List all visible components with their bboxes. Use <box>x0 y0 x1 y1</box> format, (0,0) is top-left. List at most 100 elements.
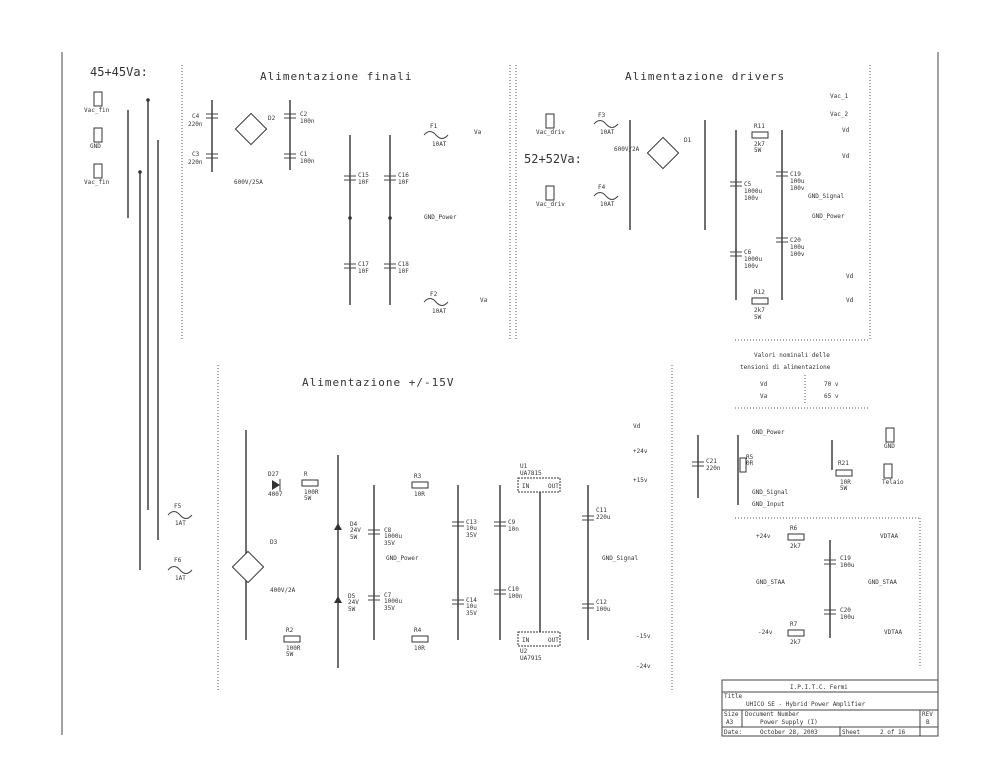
svg-text:C10: C10 <box>508 586 519 593</box>
svg-text:C17: C17 <box>358 261 369 268</box>
connector-vac-finals: Vac_fin <box>84 91 110 114</box>
svg-text:GND: GND <box>90 143 101 150</box>
svg-text:10AT: 10AT <box>600 129 615 136</box>
date-label: Date: <box>724 729 742 736</box>
svg-text:100n: 100n <box>508 593 523 600</box>
bridge-rectifier-d2: D2 600V/25A <box>234 112 276 186</box>
svg-text:R4: R4 <box>414 627 422 634</box>
svg-text:5W: 5W <box>754 147 762 154</box>
net-plus15: +15v <box>633 477 648 484</box>
svg-text:220n: 220n <box>706 465 721 472</box>
connector-vac-driv-1: Vac_driv <box>536 113 565 136</box>
svg-text:F1: F1 <box>430 123 438 130</box>
title-block: I.P.I.T.C. Fermi Title UHICO SE - Hybrid… <box>721 679 939 737</box>
svg-text:C7: C7 <box>384 592 392 599</box>
svg-text:35V: 35V <box>384 605 395 612</box>
svg-text:C15: C15 <box>358 172 369 179</box>
svg-text:2k7: 2k7 <box>754 307 765 314</box>
net-plus24-staa: +24v <box>756 533 771 540</box>
svg-text:2k7: 2k7 <box>790 543 801 550</box>
zener-d4: D4 24V 5W <box>334 521 361 541</box>
fuse-f6: F6 1AT <box>167 557 193 582</box>
voltage-table: Valori nominali delle tensioni di alimen… <box>740 352 839 405</box>
svg-text:R: R <box>304 471 308 478</box>
svg-text:C18: C18 <box>398 261 409 268</box>
svg-text:5W: 5W <box>840 485 848 492</box>
svg-text:OUT: OUT <box>548 637 559 644</box>
svg-text:GND: GND <box>884 443 895 450</box>
fuse-f4: F4 10AT <box>593 184 619 208</box>
svg-text:Vac_fin: Vac_fin <box>84 179 110 186</box>
svg-text:10AT: 10AT <box>432 141 447 148</box>
docnum-value: Power Supply (I) <box>760 719 818 726</box>
supply-label-45: 45+45Va: <box>90 65 148 79</box>
svg-text:C11: C11 <box>596 507 607 514</box>
net-vd-15: Vd <box>633 423 641 430</box>
svg-text:100u: 100u <box>840 562 855 569</box>
title-company: I.P.I.T.C. Fermi <box>790 684 848 691</box>
net-gnd-staa-2: GND_STAA <box>868 579 897 586</box>
zener-d5: D5 24V 5W <box>334 593 359 613</box>
svg-text:D27: D27 <box>268 471 279 478</box>
date-value: October 28, 2003 <box>760 729 818 736</box>
svg-text:R12: R12 <box>754 289 765 296</box>
svg-text:5W: 5W <box>350 534 358 541</box>
section-title-pm15: Alimentazione +/-15V <box>302 376 454 389</box>
section-title-finals: Alimentazione finali <box>260 70 412 83</box>
svg-text:R11: R11 <box>754 123 765 130</box>
table-header-1: Valori nominali delle <box>754 352 830 359</box>
svg-text:10u: 10u <box>466 525 477 532</box>
svg-text:0R: 0R <box>746 460 754 467</box>
svg-text:24V: 24V <box>348 599 359 606</box>
table-row-vd-name: Vd <box>760 381 768 388</box>
svg-text:C4: C4 <box>192 113 200 120</box>
svg-text:10R: 10R <box>414 491 425 498</box>
svg-text:R5: R5 <box>746 454 754 461</box>
net-vac1: Vac_1 <box>830 93 848 100</box>
resistor-r5: R5 0R <box>739 454 754 473</box>
svg-text:5W: 5W <box>754 314 762 321</box>
fuse-f1: F1 10AT <box>423 123 449 148</box>
net-gnd-signal-15: GND_Signal <box>602 555 639 562</box>
svg-text:D3: D3 <box>270 539 278 546</box>
svg-text:5W: 5W <box>304 495 312 502</box>
svg-text:U1: U1 <box>520 463 528 470</box>
svg-text:C2: C2 <box>300 111 308 118</box>
sheet-label: Sheet <box>842 729 860 736</box>
svg-text:220u: 220u <box>596 514 611 521</box>
svg-text:F4: F4 <box>598 184 606 191</box>
net-gnd-signal-right: GND_Signal <box>752 489 789 496</box>
svg-text:2k7: 2k7 <box>754 141 765 148</box>
table-header-2: tensioni di alimentazione <box>740 364 831 371</box>
svg-text:D4: D4 <box>350 521 358 528</box>
svg-text:C9: C9 <box>508 519 516 526</box>
fuse-f5: F5 1AT <box>167 503 193 527</box>
svg-text:C19: C19 <box>790 171 801 178</box>
table-row-va-value: 65 v <box>824 393 839 400</box>
svg-text:UA7915: UA7915 <box>520 655 542 662</box>
svg-text:220n: 220n <box>188 121 203 128</box>
net-gnd-signal-drv: GND_Signal <box>808 193 845 200</box>
title-text: UHICO SE - Hybrid Power Amplifier <box>746 701 866 708</box>
svg-text:5W: 5W <box>348 606 356 613</box>
svg-text:100R: 100R <box>286 645 301 652</box>
svg-text:UA7815: UA7815 <box>520 470 542 477</box>
svg-text:35V: 35V <box>384 540 395 547</box>
net-vdtaa-2: VDTAA <box>884 629 902 636</box>
svg-text:10R: 10R <box>414 645 425 652</box>
resistor-r2: R2 100R 5W <box>283 627 301 658</box>
svg-text:C14: C14 <box>466 597 477 604</box>
rev-value: B <box>926 719 930 726</box>
svg-text:R3: R3 <box>414 473 422 480</box>
svg-text:10R: 10R <box>840 479 851 486</box>
